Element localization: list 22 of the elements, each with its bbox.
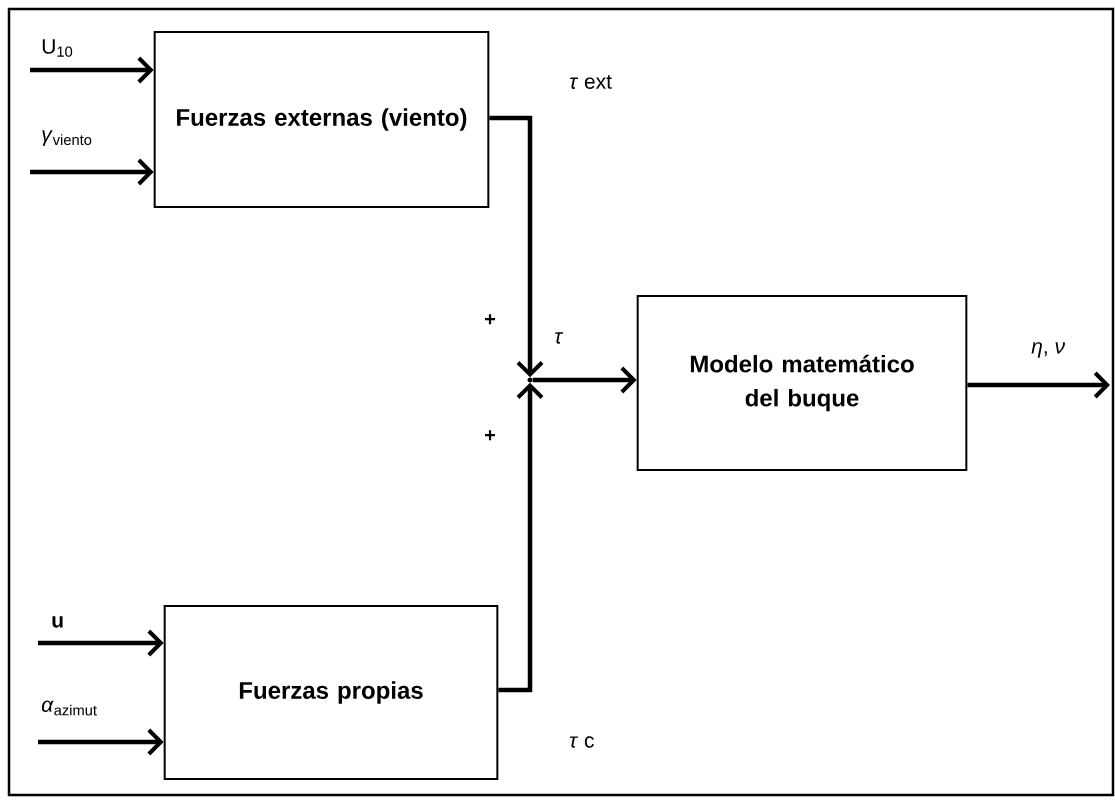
process-box: Fuerzas externas (viento): [153, 31, 490, 208]
arrow: [498, 382, 544, 693]
edge-label: U$_{10}$: [42, 39, 73, 57]
edge-label: τ c: [570, 736, 594, 748]
arrow: [967, 371, 1110, 399]
sign-label: +: [485, 430, 496, 441]
process-box: Fuerzas propias: [163, 605, 499, 780]
arrow: [532, 366, 637, 394]
process-box: Modelo matemático del buque: [636, 295, 968, 471]
edge-label: τ ext: [570, 75, 612, 89]
arrow: [30, 56, 154, 84]
edge-label: u: [52, 616, 63, 628]
summing-point: [527, 377, 533, 383]
edge-label: γ$_{viento}$: [42, 130, 92, 146]
arrow: [30, 158, 154, 186]
edge-label: α$_{azimut}$: [41, 700, 97, 716]
arrow: [489, 115, 544, 378]
arrow: [38, 629, 164, 657]
edge-label: τ: [555, 332, 564, 344]
arrow: [38, 728, 164, 756]
sign-label: +: [485, 314, 496, 325]
edge-label: η, ν: [1031, 342, 1065, 358]
